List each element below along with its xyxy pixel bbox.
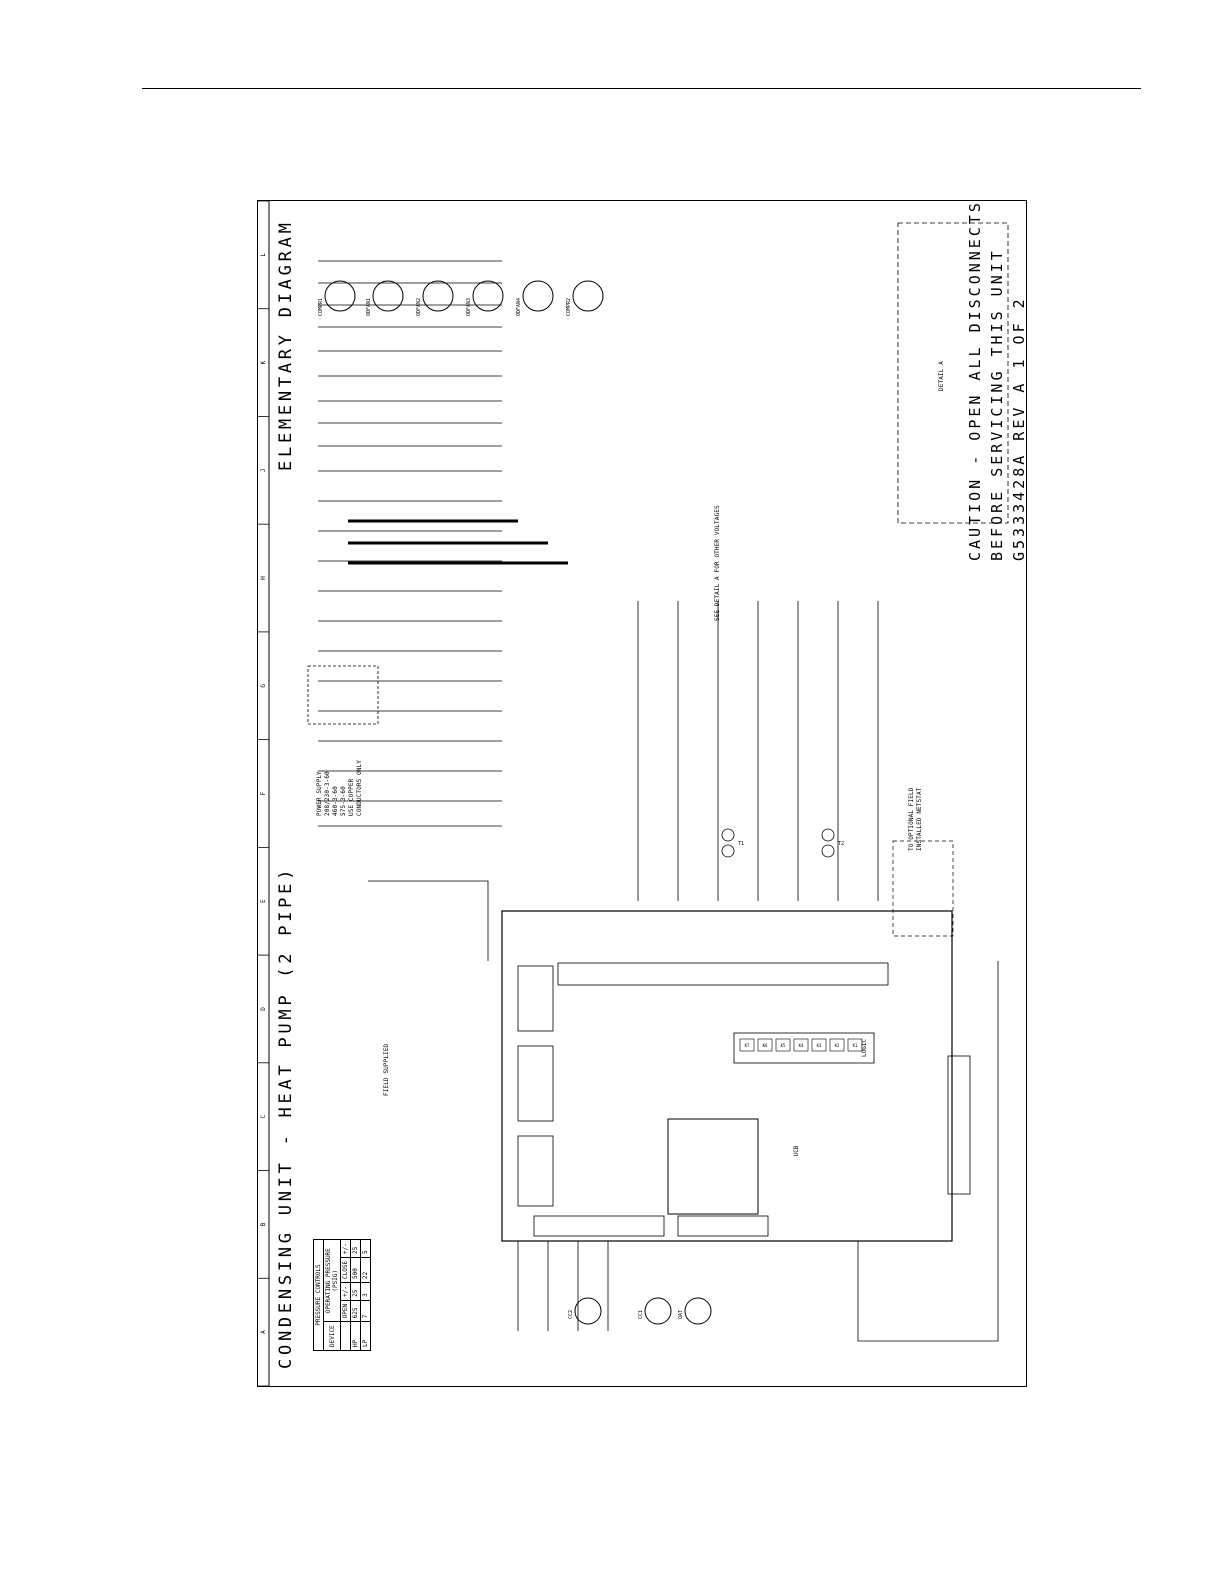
zone-letter: C bbox=[260, 1114, 267, 1118]
zone-letter: B bbox=[260, 1222, 267, 1226]
wire-run bbox=[857, 961, 999, 1342]
wiring bbox=[318, 260, 999, 1342]
motor-label: ODFAN4 bbox=[516, 298, 522, 316]
connector-p6-outputs bbox=[557, 962, 889, 986]
transformer-coil bbox=[821, 828, 835, 842]
logic-block bbox=[733, 1032, 875, 1064]
sensor-label: CC2 bbox=[568, 1310, 574, 1319]
thermostat-terminal-strip bbox=[947, 1055, 971, 1195]
relay-label: K2 bbox=[835, 1043, 840, 1048]
motor-circle bbox=[472, 280, 504, 312]
motor-symbols: COMPR1 ODFAN1 ODFAN2 ODFAN3 ODFAN4 COMPR2 bbox=[318, 280, 604, 316]
zone-ticks bbox=[258, 201, 269, 1386]
connector-p1 bbox=[677, 1215, 769, 1237]
sensor-label: CC1 bbox=[638, 1310, 644, 1319]
relay-label: K3 bbox=[817, 1043, 822, 1048]
motor-label: ODFAN1 bbox=[366, 298, 372, 316]
relay-box bbox=[757, 1038, 773, 1052]
sensor-circle bbox=[644, 1297, 672, 1325]
zone-letter: E bbox=[260, 899, 267, 903]
motor-circle bbox=[422, 280, 454, 312]
connector-p4 bbox=[517, 1135, 554, 1207]
transformer-label: T1 bbox=[738, 841, 744, 847]
motor-label: COMPR2 bbox=[566, 298, 572, 316]
sensor-symbols: CC2 CC1 OAT bbox=[568, 1297, 712, 1325]
relay-label: K6 bbox=[763, 1043, 768, 1048]
schematic-drawing: A B C D E F G H J K L UCB LOGIC K7 K6 K5 K4 K3 K2 K1 COM… bbox=[258, 201, 1009, 1386]
disconnect-ds1 bbox=[307, 665, 379, 725]
logic-label: LOGIC bbox=[861, 1039, 868, 1057]
zone-letter: L bbox=[260, 253, 267, 257]
motor-circle bbox=[572, 280, 604, 312]
zone-letter: A bbox=[260, 1330, 267, 1334]
zone-letter: F bbox=[260, 791, 267, 795]
transformer-coil bbox=[821, 844, 835, 858]
relay-box bbox=[847, 1038, 863, 1052]
ucb-board bbox=[501, 910, 953, 1242]
transformer-label: T2 bbox=[838, 841, 844, 847]
zone-letter: D bbox=[260, 1007, 267, 1011]
relay-label: K1 bbox=[853, 1043, 858, 1048]
netstat-field-wiring bbox=[892, 840, 954, 937]
zone-labels: A B C D E F G H J K L bbox=[260, 253, 267, 1334]
connector-p2 bbox=[533, 1215, 665, 1237]
zone-letter: K bbox=[260, 360, 267, 364]
transformer-symbols: T1 T2 bbox=[721, 828, 844, 858]
zone-letter: J bbox=[260, 469, 267, 473]
motor-label: ODFAN2 bbox=[416, 298, 422, 316]
page-header-rule bbox=[142, 88, 1141, 89]
motor-circle bbox=[372, 280, 404, 312]
connector-p10 bbox=[517, 1045, 554, 1122]
transformer-coil bbox=[721, 844, 735, 858]
sensor-label: OAT bbox=[678, 1310, 684, 1319]
ucb-display-box bbox=[667, 1118, 759, 1215]
sensor-circle bbox=[684, 1297, 712, 1325]
wire-run bbox=[368, 880, 489, 961]
connector-p5-outputs bbox=[517, 965, 554, 1032]
relay-box bbox=[739, 1038, 755, 1052]
relay-label: K5 bbox=[781, 1043, 786, 1048]
relay-box bbox=[829, 1038, 845, 1052]
transformer-coil bbox=[721, 828, 735, 842]
detail-a-box bbox=[897, 222, 1009, 524]
relay-label: K7 bbox=[745, 1043, 750, 1048]
motor-label: ODFAN3 bbox=[466, 298, 472, 316]
relay-box bbox=[793, 1038, 809, 1052]
relay-box bbox=[811, 1038, 827, 1052]
motor-circle bbox=[324, 280, 356, 312]
relay-box bbox=[775, 1038, 791, 1052]
zone-letter: G bbox=[260, 684, 267, 688]
relay-label: K4 bbox=[799, 1043, 804, 1048]
sensor-circle bbox=[574, 1297, 602, 1325]
motor-label: COMPR1 bbox=[318, 298, 324, 316]
ucb-label: UCB bbox=[793, 1145, 800, 1156]
drawing-frame: CONDENSING UNIT - HEAT PUMP (2 PIPE) ELE… bbox=[257, 200, 1028, 1387]
zone-letter: H bbox=[260, 576, 267, 580]
relay-boxes: K7 K6 K5 K4 K3 K2 K1 bbox=[739, 1038, 863, 1052]
motor-circle bbox=[522, 280, 554, 312]
